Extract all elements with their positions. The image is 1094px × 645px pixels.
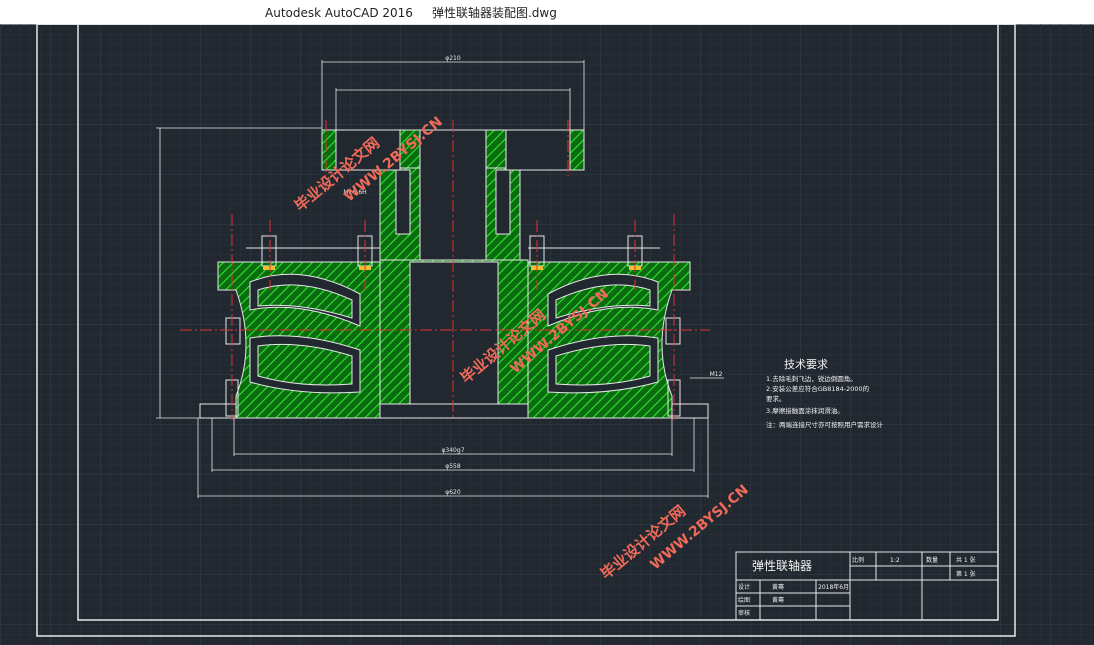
dim-base-3: φ620	[445, 489, 461, 496]
drawing-canvas[interactable]: φ210 M16-6H φ340g7 φ558 φ620 M12 技术要求 1.…	[0, 24, 1094, 645]
title-block-date-1: 2018年6月	[818, 583, 849, 591]
tech-title: 技术要求	[784, 358, 828, 371]
title-block-person-1: 黄骞	[772, 583, 784, 591]
tech-item-4: 3.摩擦接触面涂抹润滑油。	[766, 406, 844, 415]
title-block-name: 弹性联轴器	[752, 558, 812, 573]
title-block-sheet-no: 第 1 张	[956, 570, 976, 578]
dim-base-1: φ340g7	[441, 447, 464, 454]
tech-note: 注：两端连接尺寸亦可按照用户需求设计	[766, 420, 884, 429]
dim-top-outer: φ210	[445, 55, 461, 62]
title-block-role-3: 审核	[738, 609, 750, 617]
tech-item-3: 要求。	[766, 394, 786, 403]
sheet-inner-border	[77, 24, 999, 621]
title-block-sheets: 共 1 张	[956, 556, 976, 564]
title-block-qty-label: 数量	[926, 556, 938, 564]
tech-item-2: 2.安装公差应符合GB8184-2000的	[766, 384, 870, 393]
tech-item-1: 1.去除毛刺飞边，锐边倒圆角。	[766, 374, 857, 383]
title-block: 弹性联轴器 比例 1:2 数量 共 1 张 第 1 张 设计 黄骞 2018年6…	[735, 551, 999, 621]
title-block-role-1: 设计	[738, 583, 750, 591]
title-block-person-2: 黄骞	[772, 596, 784, 604]
dim-right-callout: M12	[710, 371, 723, 378]
title-bar: Autodesk AutoCAD 2016 弹性联轴器装配图.dwg	[0, 0, 1094, 25]
title-block-scale-value: 1:2	[890, 557, 900, 564]
coupling-drawing: φ210 M16-6H φ340g7 φ558 φ620 M12	[156, 55, 724, 498]
sheet-outer-border	[36, 24, 1016, 637]
dim-base-2: φ558	[445, 463, 461, 470]
title-block-scale-label: 比例	[852, 556, 864, 564]
dim-bolt-callout: M16-6H	[343, 189, 366, 196]
technical-requirements: 技术要求 1.去除毛刺飞边，锐边倒圆角。 2.安装公差应符合GB8184-200…	[766, 358, 884, 429]
title-block-role-2: 绘图	[738, 596, 750, 604]
window-title: Autodesk AutoCAD 2016 弹性联轴器装配图.dwg	[265, 6, 557, 20]
